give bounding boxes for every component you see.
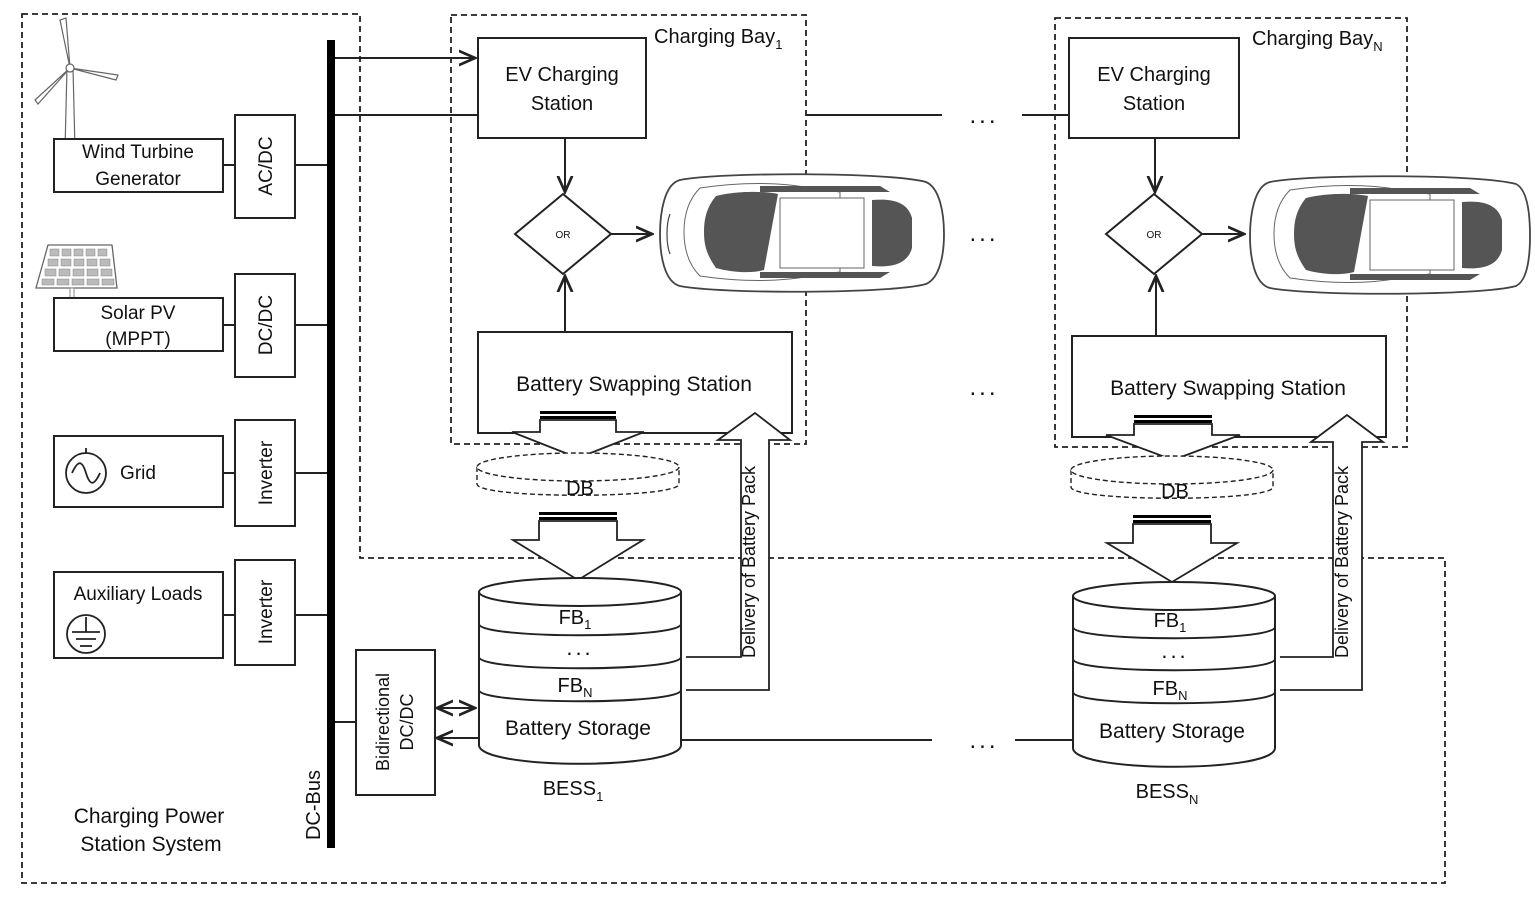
ellipsis-storage-row: ... [969,727,998,754]
battery-storage-label-n: Battery Storage [1099,720,1245,743]
ev-charging-station-1 [477,37,647,139]
delivery-arrow-1 [686,411,793,691]
bay-n-title: Charging BayN [1252,28,1383,54]
or-gate-1 [513,192,613,276]
ev-station-n-line2: Station [1123,93,1185,115]
bidirectional-label-line2: DC/DC [397,694,417,751]
electric-vehicle-icon [659,173,945,293]
charging-bay-n: Charging BayN EV Charging Station OR Bat… [1068,28,1531,807]
swap-1-to-db-arrow [511,411,645,459]
aux-inverter-label: Inverter [256,579,277,644]
electric-vehicle-icon [1249,175,1531,295]
ellipsis-station-row: ... [969,102,998,129]
system-title-line1: Charging Power [74,805,225,828]
or-label-1: OR [556,230,571,241]
dc-dc-label: DC/DC [256,295,277,355]
ac-source-icon [65,448,107,494]
fb-dots-n: ... [1161,638,1188,663]
fb-top-label-n: FB1 [1154,610,1187,635]
ac-dc-converter [234,114,296,219]
bay-n-subscript: N [1373,39,1382,54]
bay-1-boundary [450,14,807,445]
discharged-battery-1 [476,452,680,496]
solar-label-line1: Solar PV [101,303,176,324]
battery-storage-label-1: Battery Storage [505,717,651,740]
grid-label: Grid [120,463,156,484]
delivery-label-n: Delivery of Battery Pack [1332,465,1352,658]
bess-label-1: BESS1 [543,778,604,804]
battery-swapping-station-n [1071,335,1387,438]
bidirectional-label-line1: Bidirectional [373,673,393,771]
ev-charging-station-n [1068,37,1240,139]
db-n-to-fb-arrow [1103,515,1241,584]
ev-station-1-line2: Station [531,93,593,115]
swap-n-to-db-arrow [1105,415,1241,461]
grid-inverter [234,419,296,527]
discharged-battery-n [1070,455,1274,499]
db-1-to-fb-arrow [509,512,647,582]
ground-icon [66,614,106,654]
grid-inverter-label: Inverter [256,440,277,505]
ev-station-n-line1: EV Charging [1097,64,1210,86]
fb-bottom-label-1: FBN [558,675,593,700]
db-label-1: DB [566,478,594,500]
fb-dots-1: ... [566,635,593,660]
db-label-n: DB [1161,481,1189,503]
bess-label-n: BESSN [1136,781,1199,807]
dc-bus [327,40,335,848]
swap-station-n-label: Battery Swapping Station [1110,377,1346,400]
charging-bay-1: Charging Bay1 EV Charging Station OR Bat… [476,26,945,804]
bess-stack-n [1072,581,1276,768]
solar-label-line2: (MPPT) [105,329,170,350]
fb-bottom-label-n: FBN [1153,678,1188,703]
dc-bus-label: DC-Bus [303,770,325,840]
delivery-arrow-n [1280,413,1386,691]
delivery-label-1: Delivery of Battery Pack [739,465,759,658]
bay-1-title: Charging Bay1 [654,26,782,52]
ellipsis-swap-row: ... [969,374,998,401]
wind-label-line1: Wind Turbine [82,142,194,163]
ac-dc-label: AC/DC [256,136,277,195]
system-boundary [21,13,1446,884]
battery-swapping-station-1 [477,331,793,434]
aux-inverter [234,559,296,666]
fb-top-label-1: FB1 [559,607,592,632]
bay-n-boundary [1054,17,1408,448]
or-gate-n [1104,192,1204,276]
bess-stack-1 [478,577,682,765]
system-title-line2: Station System [80,833,221,856]
bidirectional-converter [355,649,436,796]
bay-1-subscript: 1 [775,37,782,52]
auxiliary-loads-label: Auxiliary Loads [74,584,203,605]
ev-station-1-line1: EV Charging [505,64,618,86]
or-label-n: OR [1147,230,1162,241]
wind-label-line2: Generator [95,169,181,190]
swap-station-1-label: Battery Swapping Station [516,373,752,396]
ellipsis-car-row: ... [969,220,998,247]
